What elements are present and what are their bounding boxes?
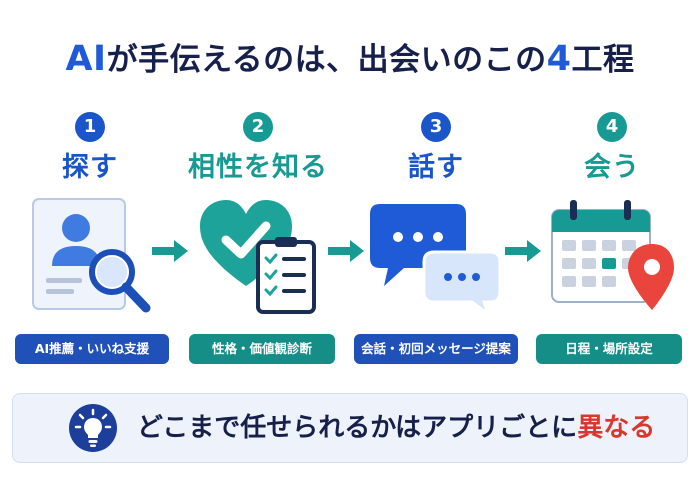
step-1: 1 探す xyxy=(10,112,170,188)
note-text-highlight: 異なる xyxy=(577,413,656,443)
note-text: どこまで任せられるかはアプリごとに異なる xyxy=(137,394,655,464)
step-number-badge: 4 xyxy=(597,112,627,142)
step-number-badge: 1 xyxy=(75,112,105,142)
step-caption: AI推薦・いいね支援 xyxy=(15,334,169,364)
step-label: 会う xyxy=(584,152,640,183)
profile-search-icon xyxy=(32,198,151,313)
step-caption: 会話・初回メッセージ提案 xyxy=(354,334,518,364)
lightbulb-badge xyxy=(69,404,117,452)
step-number-badge: 2 xyxy=(243,112,273,142)
arrow-right-icon xyxy=(505,240,541,262)
step-2: 2 相性を知る xyxy=(178,112,338,188)
title-number: 4 xyxy=(546,39,572,79)
note-banner: どこまで任せられるかはアプリごとに異なる xyxy=(12,393,688,463)
step-number-badge: 3 xyxy=(421,112,451,142)
title-middle: が手伝えるのは、出会いのこの xyxy=(106,42,547,78)
step-label: 探す xyxy=(62,152,118,183)
title-suffix: 工程 xyxy=(571,42,635,78)
calendar-location-icon xyxy=(551,200,674,310)
step-caption: 日程・場所設定 xyxy=(536,334,682,364)
page-title: AIが手伝えるのは、出会いのこの4工程 xyxy=(0,34,700,79)
step-caption: 性格・価値観診断 xyxy=(189,334,335,364)
chat-bubbles-icon xyxy=(370,204,502,318)
arrow-right-icon xyxy=(152,240,188,262)
note-text-main: どこまで任せられるかはアプリごとに xyxy=(137,413,578,443)
arrow-right-icon xyxy=(328,240,364,262)
title-ai: AI xyxy=(65,39,107,79)
lightbulb-icon xyxy=(74,408,112,447)
heart-checklist-icon xyxy=(200,200,316,314)
step-label: 相性を知る xyxy=(188,152,328,183)
step-4: 4 会う xyxy=(532,112,692,188)
step-3: 3 話す xyxy=(356,112,516,188)
step-label: 話す xyxy=(408,152,464,183)
